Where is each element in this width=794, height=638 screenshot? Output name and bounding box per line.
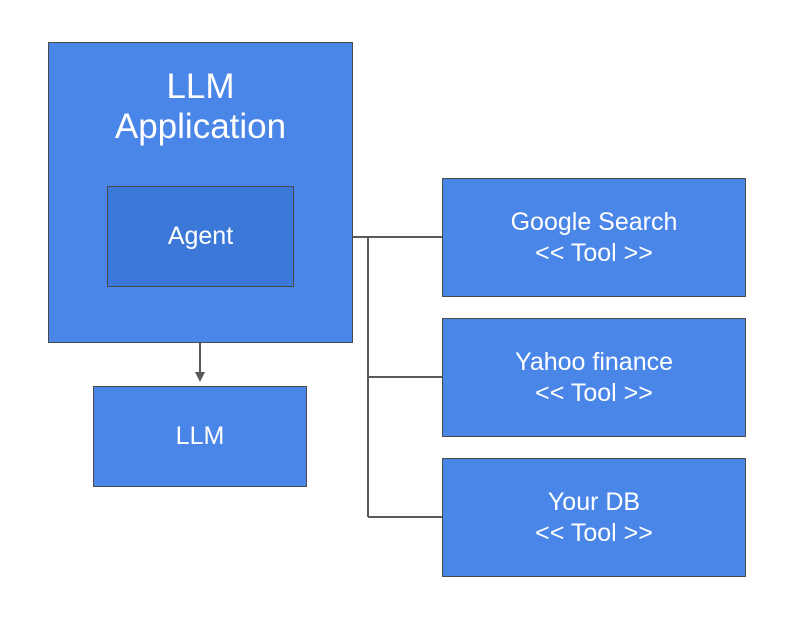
agent-box: Agent [107, 186, 294, 287]
llm-application-title-line2: Application [114, 107, 287, 146]
agent-label: Agent [167, 222, 234, 250]
tool-stereotype: << Tool >> [535, 378, 653, 407]
tool-stereotype: << Tool >> [535, 518, 653, 547]
yahoo-finance-tool-box: Yahoo finance << Tool >> [442, 318, 746, 437]
llm-box: LLM [93, 386, 307, 487]
tool-name: Your DB [547, 487, 641, 516]
google-search-tool-box: Google Search << Tool >> [442, 178, 746, 297]
your-db-tool-box: Your DB << Tool >> [442, 458, 746, 577]
llm-label: LLM [175, 422, 225, 450]
tool-name: Google Search [510, 207, 678, 236]
tool-stereotype: << Tool >> [535, 238, 653, 267]
llm-application-title-line1: LLM [166, 67, 235, 106]
tool-name: Yahoo finance [515, 347, 673, 376]
